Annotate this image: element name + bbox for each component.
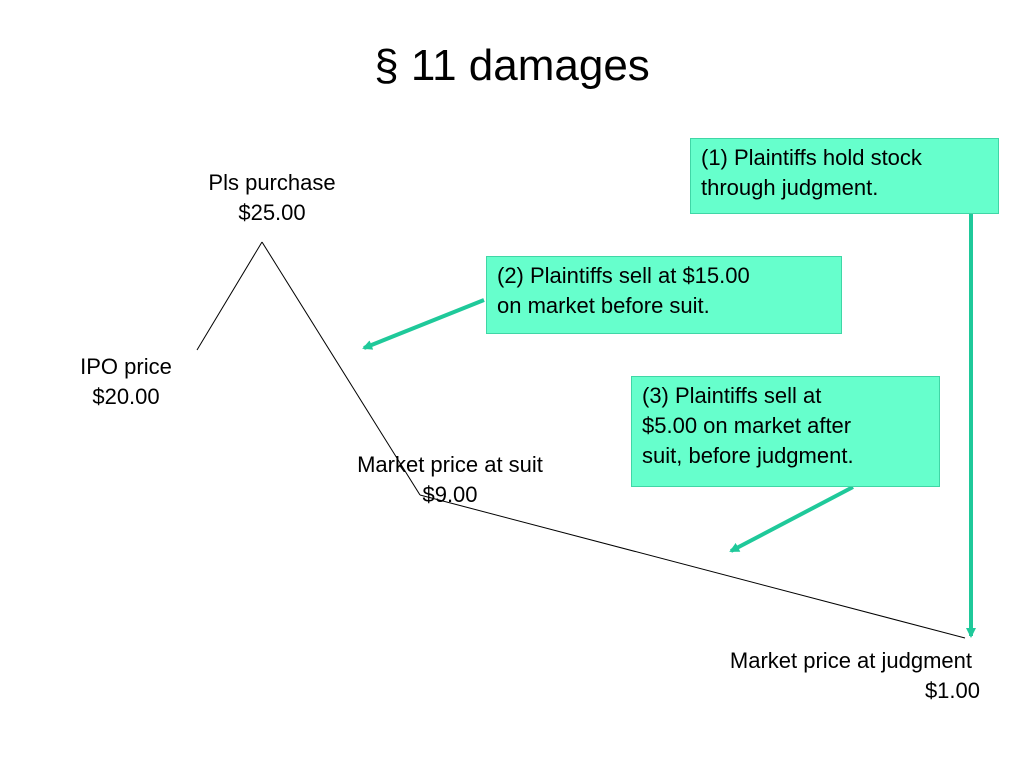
callout-hold-through-judgment: (1) Plaintiffs hold stock through judgme…: [690, 138, 999, 214]
ipo-label-text: IPO price: [80, 354, 172, 379]
suit-label-text: Market price at suit: [357, 452, 543, 477]
purchase-label: Pls purchase $25.00: [172, 168, 372, 228]
callout-sell-before-suit: (2) Plaintiffs sell at $15.00 on market …: [486, 256, 842, 334]
arrow-callout-3: [729, 485, 854, 553]
page-title: § 11 damages: [374, 41, 650, 90]
ipo-price: $20.00: [92, 384, 160, 409]
purchase-price: $25.00: [238, 200, 306, 225]
callout-3-line-1: (3) Plaintiffs sell at: [642, 383, 822, 408]
callout-2-line-1: (2) Plaintiffs sell at $15.00: [497, 263, 750, 288]
suit-label: Market price at suit $9.00: [320, 450, 580, 510]
callout-sell-after-suit: (3) Plaintiffs sell at $5.00 on market a…: [631, 376, 940, 487]
judgment-label: Market price at judgment $1.00: [640, 646, 980, 706]
callout-1-line-1: (1) Plaintiffs hold stock: [701, 145, 922, 170]
price-line-ipo-to-purchase: [196, 241, 263, 351]
callout-3-line-2: $5.00 on market after: [642, 413, 852, 438]
price-line-purchase-to-suit: [261, 241, 421, 496]
callout-1-line-2: through judgment.: [701, 175, 879, 200]
judgment-price: $1.00: [924, 678, 980, 703]
purchase-label-text: Pls purchase: [208, 170, 336, 195]
arrow-callout-2: [362, 298, 485, 350]
ipo-label: IPO price $20.00: [46, 352, 206, 412]
callout-2-line-2: on market before suit.: [497, 293, 710, 318]
suit-price: $9.00: [422, 482, 478, 507]
price-line-suit-to-judgment: [419, 494, 966, 639]
judgment-label-text: Market price at judgment: [729, 648, 972, 673]
callout-3-line-3: suit, before judgment.: [642, 443, 854, 468]
